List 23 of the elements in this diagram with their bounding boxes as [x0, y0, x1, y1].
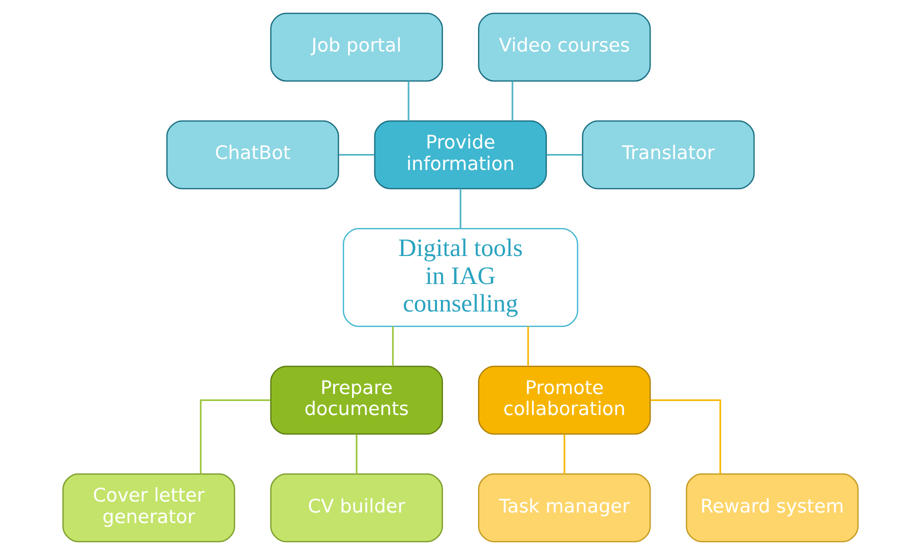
- node-box: Digital tools in IAG counselling: [342, 228, 578, 327]
- connector: [546, 154, 582, 156]
- node-box: Translator: [581, 120, 754, 190]
- node-box: Reward system: [685, 473, 858, 542]
- node-box: CV builder: [270, 473, 442, 542]
- connector: [407, 81, 409, 121]
- connector: [511, 81, 513, 121]
- node-box: Prepare documents: [270, 366, 442, 435]
- connector: [392, 326, 394, 366]
- connector: [355, 434, 357, 474]
- connector: [563, 434, 565, 474]
- node-box: Cover letter generator: [62, 473, 235, 542]
- node-box: Job portal: [270, 12, 442, 82]
- node-box: Promote collaboration: [478, 366, 650, 435]
- node-box: Video courses: [478, 12, 650, 82]
- connector: [459, 188, 461, 229]
- connector: [650, 399, 721, 474]
- node-box: Provide information: [374, 120, 546, 190]
- connector: [199, 399, 270, 474]
- node-box: Task manager: [478, 473, 650, 542]
- node-box: ChatBot: [166, 120, 339, 190]
- connector: [526, 326, 528, 366]
- connector: [338, 154, 374, 156]
